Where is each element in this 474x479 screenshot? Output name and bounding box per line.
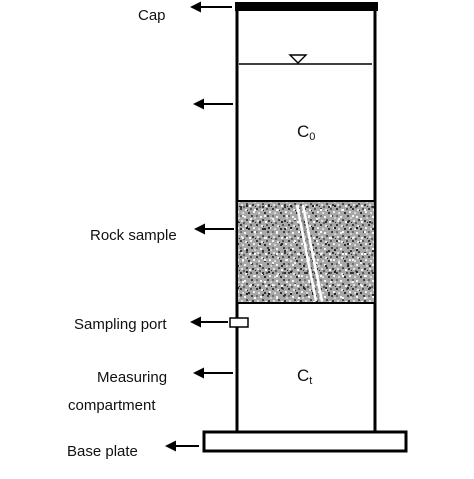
measuring-compartment-label-line1: Measuring [97, 369, 167, 386]
sampling-port-icon [229, 317, 249, 328]
lower-concentration-subscript: t [309, 375, 312, 387]
cap-bar [235, 2, 378, 11]
base-plate-label: Base plate [67, 443, 138, 460]
upper-compartment-arrow-icon [193, 98, 233, 110]
sampling-port-arrow-icon [190, 316, 228, 328]
upper-concentration-subscript: 0 [309, 131, 315, 143]
measuring-compartment-label-line2: compartment [68, 397, 156, 414]
rock-sample-label: Rock sample [90, 227, 177, 244]
upper-concentration-symbol: C [297, 122, 309, 141]
rock-fracture-3 [299, 204, 320, 302]
cap-label: Cap [138, 7, 166, 24]
cap-arrow-icon [190, 1, 232, 13]
base-plate-arrow-icon [165, 440, 199, 452]
lower-concentration-label: Ct [297, 366, 312, 387]
measuring-compartment-arrow-icon [193, 367, 233, 379]
rock-fracture-1 [295, 204, 318, 302]
water-level-icon [288, 54, 308, 64]
rock-fracture-2 [301, 204, 324, 302]
rock-sample-arrow-icon [194, 223, 234, 235]
sampling-port-label: Sampling port [74, 316, 167, 333]
base-plate [202, 430, 408, 453]
upper-concentration-label: C0 [297, 122, 315, 143]
lower-concentration-symbol: C [297, 366, 309, 385]
